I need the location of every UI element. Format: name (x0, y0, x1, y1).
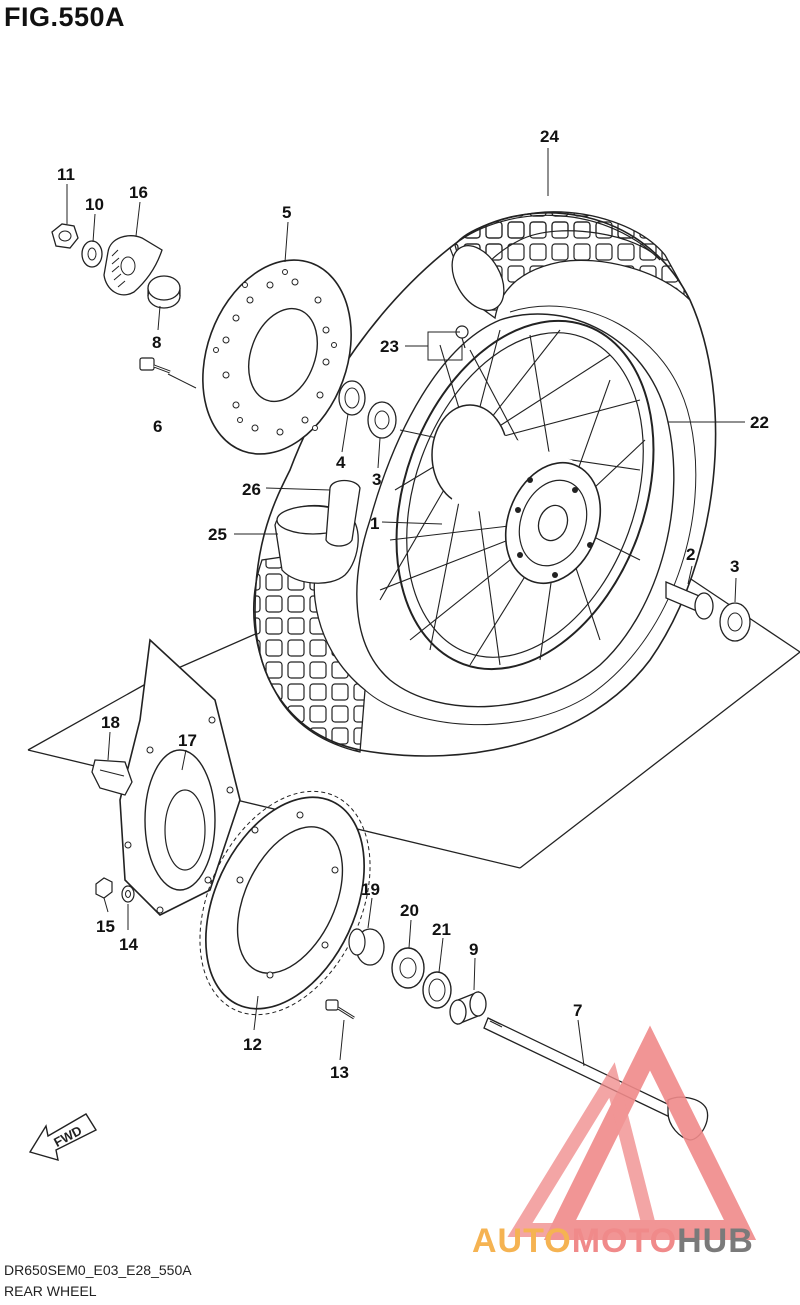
callout-6: 6 (153, 417, 162, 436)
bearing-20 (391, 947, 425, 989)
watermark-part-auto: AUTO (472, 1222, 572, 1260)
callout-leaders (66, 148, 745, 1067)
callout-18: 18 (101, 713, 120, 732)
nut-11 (51, 223, 79, 249)
figure-title: FIG.550A (4, 2, 126, 32)
oil-seal-21 (422, 971, 452, 1009)
washer-10 (81, 240, 103, 268)
rear-sprocket-12 (199, 790, 371, 1016)
bearing-3-upper (367, 401, 397, 439)
callout-7: 7 (573, 1001, 582, 1020)
bolt-6 (139, 357, 171, 374)
washer-14 (121, 885, 135, 903)
callout-15: 15 (96, 917, 115, 936)
callout-17: 17 (178, 731, 197, 750)
watermark-part-hub: HUB (677, 1222, 754, 1260)
callout-11: 11 (57, 165, 75, 184)
spacer-9 (449, 991, 487, 1025)
callout-22: 22 (750, 413, 769, 432)
callout-14: 14 (119, 935, 138, 954)
watermark-part-moto: MOTO (572, 1222, 677, 1260)
callout-1: 1 (370, 514, 379, 533)
rim-band-26 (325, 479, 361, 547)
spacer-8 (147, 275, 181, 309)
callout-8: 8 (152, 333, 161, 352)
callout-9: 9 (469, 940, 478, 959)
sprocket-carrier-17 (119, 638, 241, 916)
callout-2: 2 (686, 545, 695, 564)
callout-24: 24 (540, 127, 559, 146)
callout-10: 10 (85, 195, 104, 214)
callout-4: 4 (336, 453, 346, 472)
callout-5: 5 (282, 203, 291, 222)
callout-26: 26 (242, 480, 261, 499)
callout-21: 21 (432, 920, 451, 939)
bushing-19 (348, 928, 385, 966)
nut-15 (95, 877, 113, 899)
oil-seal-4 (338, 380, 366, 416)
callout-3-lower: 3 (730, 557, 739, 576)
callout-16: 16 (129, 183, 148, 202)
callout-13: 13 (330, 1063, 349, 1082)
diagram-name: REAR WHEEL (4, 1283, 97, 1299)
diagram-code: DR650SEM0_E03_E28_550A (4, 1262, 192, 1278)
callout-25: 25 (208, 525, 227, 544)
watermark-logo (507, 1025, 757, 1240)
brake-disc (202, 259, 352, 455)
callout-3-upper: 3 (372, 470, 381, 489)
rear-rim-with-spokes (379, 319, 655, 671)
fwd-arrow: FWD (28, 1113, 98, 1161)
callout-numbers: 24 11 10 16 5 8 6 4 3 23 22 26 25 1 2 3 … (57, 127, 769, 1082)
callout-19: 19 (361, 880, 380, 899)
fwd-arrow-label: FWD (51, 1123, 84, 1150)
svg-text:AUTOMOTOHUB: AUTOMOTOHUB (472, 1222, 754, 1260)
cushion-18 (91, 759, 133, 796)
bolt-13 (325, 999, 355, 1020)
callout-12: 12 (243, 1035, 262, 1054)
callout-20: 20 (400, 901, 419, 920)
watermark-text: AUTOMOTOHUB (472, 1222, 754, 1260)
spacer-2 (665, 581, 714, 620)
bearing-3-lower (719, 602, 751, 642)
speed-sensor-rotor-16 (103, 235, 163, 296)
callout-23: 23 (380, 337, 399, 356)
